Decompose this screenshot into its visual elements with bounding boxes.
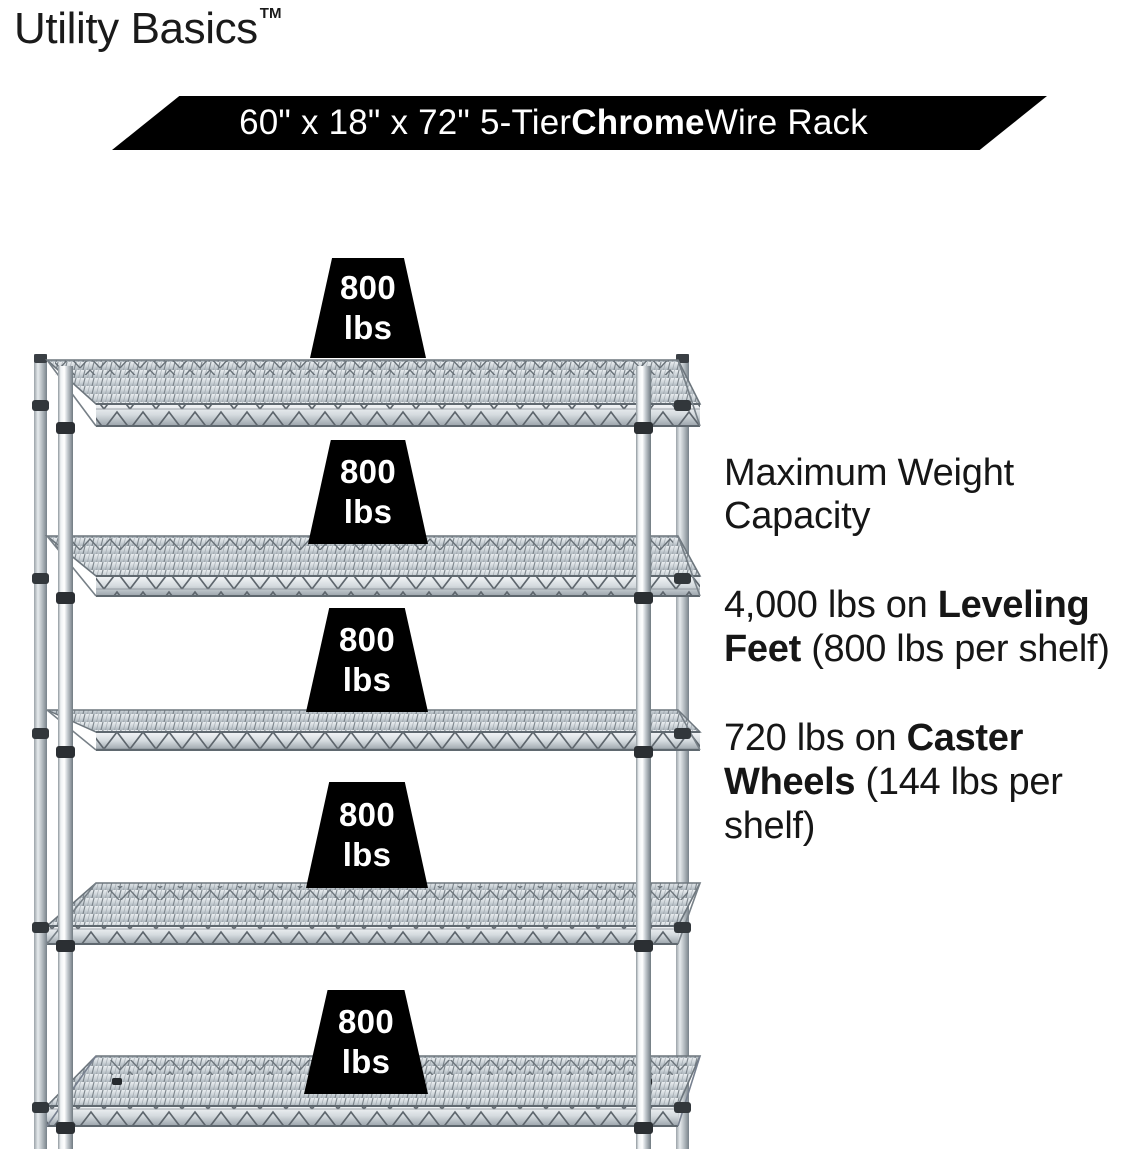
caster-lead: 720 lbs on bbox=[724, 716, 907, 759]
caster-emphasis: Caster Wheels bbox=[724, 716, 1024, 803]
brand-name: Utility Basics bbox=[14, 4, 258, 53]
leveling-tail: (800 lbs per shelf) bbox=[800, 628, 1110, 671]
banner-emphasis: Chrome bbox=[571, 103, 705, 142]
capacity-copy-block: Maximum Weight Capacity 4,000 lbs on Lev… bbox=[724, 452, 1116, 849]
weight-badge-unit: lbs bbox=[343, 309, 393, 346]
weight-badge-value: 800 bbox=[339, 796, 395, 834]
banner-shape bbox=[112, 96, 1047, 150]
weight-badge-value: 800 bbox=[340, 453, 396, 491]
shelf-tier-1 bbox=[44, 359, 702, 427]
leveling-emphasis: Leveling Feet bbox=[724, 583, 1090, 671]
weight-badge-value: 800 bbox=[338, 1003, 394, 1041]
caster-wheels-capacity: 720 lbs on Caster Wheels (144 lbs per sh… bbox=[724, 716, 1116, 849]
weight-badge-unit: lbs bbox=[342, 661, 392, 698]
weight-badge-tier-5: 800 lbs bbox=[304, 990, 428, 1094]
rack-posts-front bbox=[56, 366, 653, 1149]
rack-svg bbox=[32, 354, 702, 1149]
rack-collars-rear bbox=[32, 400, 691, 1113]
weight-badge-tier-1: 800 lbs bbox=[310, 258, 426, 358]
weight-badge-value: 800 bbox=[339, 621, 395, 659]
banner-suffix: Wire Rack bbox=[704, 103, 868, 142]
leveling-feet-capacity: 4,000 lbs on Leveling Feet (800 lbs per … bbox=[724, 583, 1116, 672]
shelf-tier-4 bbox=[44, 882, 702, 945]
weight-badge-value: 800 bbox=[340, 269, 396, 307]
capacity-headline: Maximum Weight Capacity bbox=[724, 452, 1015, 538]
weight-badge-tier-4: 800 lbs bbox=[306, 782, 428, 888]
banner-text: 60" x 18" x 72" 5-Tier Chrome Wire Rack bbox=[0, 96, 1115, 150]
title-banner: 60" x 18" x 72" 5-Tier Chrome Wire Rack bbox=[0, 96, 1123, 154]
shelf-tier-2 bbox=[44, 535, 702, 597]
shelf-tier-3 bbox=[46, 709, 702, 751]
weight-badge-tier-3: 800 lbs bbox=[306, 608, 428, 712]
weight-badge-tier-2: 800 lbs bbox=[308, 440, 428, 544]
trademark-symbol: TM bbox=[259, 5, 282, 23]
weight-badge-unit: lbs bbox=[341, 1043, 391, 1080]
wire-rack-illustration bbox=[0, 330, 740, 1149]
weight-badge-unit: lbs bbox=[342, 836, 392, 873]
leveling-lead: 4,000 lbs on bbox=[724, 583, 938, 626]
caster-tail: (144 lbs per shelf) bbox=[724, 760, 1063, 848]
banner-prefix: 60" x 18" x 72" 5-Tier bbox=[239, 103, 572, 142]
weight-badge-unit: lbs bbox=[343, 493, 393, 530]
